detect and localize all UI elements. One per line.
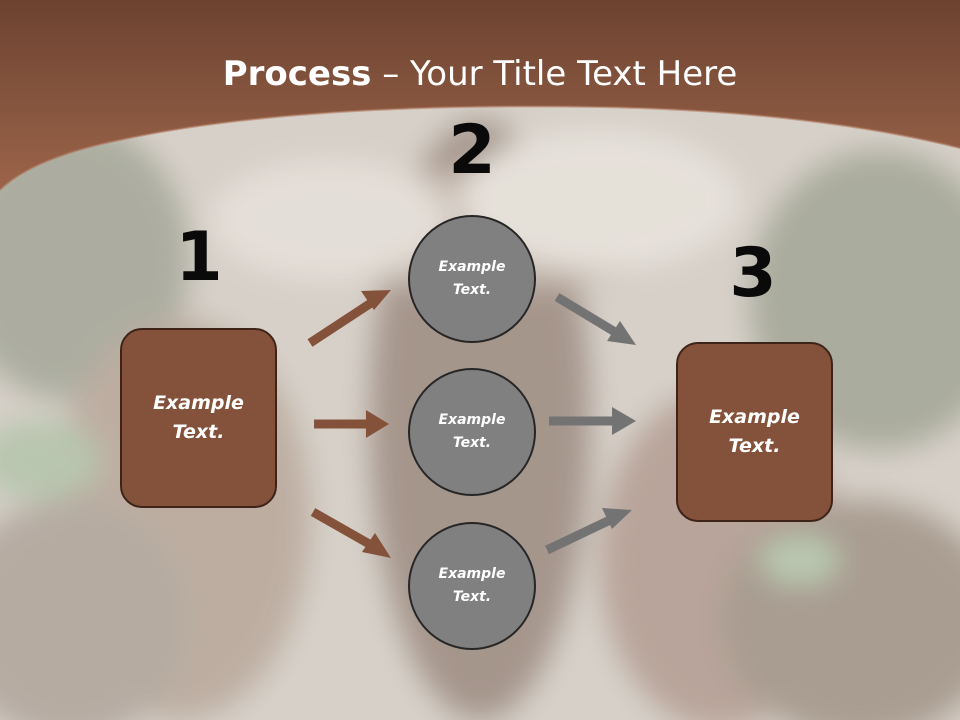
arrow-1-to-top: [307, 290, 391, 347]
circle-text: Example Text.: [438, 566, 506, 605]
step-1-box: Example Text.: [120, 328, 277, 508]
step-2-number: 2: [448, 111, 496, 190]
title-rest: – Your Title Text Here: [371, 54, 738, 94]
circle-text: Example Text.: [438, 259, 506, 298]
step-3-text: Example Text.: [709, 406, 800, 457]
step-3-number: 3: [729, 234, 777, 313]
step-1-number: 1: [175, 218, 223, 297]
step-2-circle-middle: Example Text.: [408, 368, 536, 496]
arrow-middle-to-3: [549, 407, 636, 435]
slide-title: Process – Your Title Text Here: [0, 52, 960, 96]
step-2-circle-bottom: Example Text.: [408, 522, 536, 650]
arrow-top-to-3: [554, 293, 636, 345]
title-bold: Process: [222, 54, 372, 94]
step-1-text: Example Text.: [153, 392, 244, 443]
arrow-1-to-bottom: [310, 508, 391, 558]
arrow-bottom-to-3: [545, 508, 632, 555]
arrow-1-to-middle: [314, 410, 389, 438]
step-3-box: Example Text.: [676, 342, 833, 522]
step-2-circle-top: Example Text.: [408, 215, 536, 343]
circle-text: Example Text.: [438, 412, 506, 451]
